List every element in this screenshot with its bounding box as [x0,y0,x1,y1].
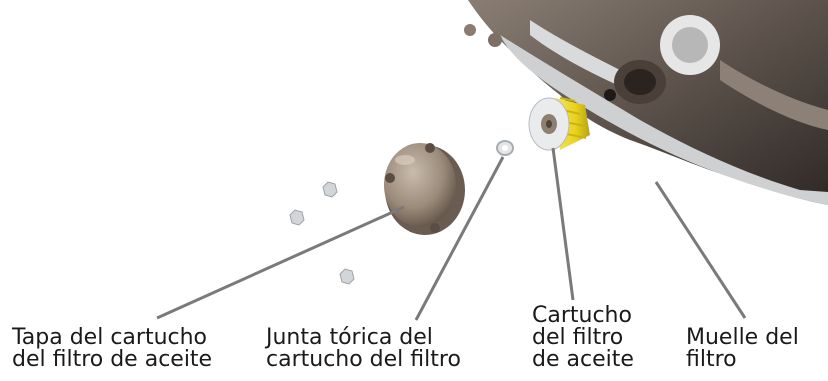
label-cartridge: Cartucho del filtro de aceite [532,305,634,371]
label-cartridge-line2: del filtro [532,325,624,350]
leader-line-cartridge [551,147,575,301]
label-oring: Junta tórica del cartucho del filtro [266,327,461,371]
label-cover: Tapa del cartucho del filtro de aceite [12,327,212,371]
o-ring-illustration [496,140,514,156]
leader-lines [156,147,747,321]
label-spring-line2: filtro [686,347,737,372]
label-cartridge-line1: Cartucho [532,303,632,328]
leader-line-oring [414,156,505,321]
engine-casing-illustration [464,0,828,205]
label-cover-line2: del filtro de aceite [12,347,213,372]
oil-filter-cartridge-illustration [528,97,590,151]
bolt-illustration [289,181,355,285]
label-oring-line1: Junta tórica del [266,325,433,350]
label-spring: Muelle del filtro [686,327,799,371]
label-cartridge-line3: de aceite [532,347,634,372]
filter-cover-illustration [384,143,465,235]
label-oring-line2: cartucho del filtro [266,347,461,372]
leader-line-spring [654,181,747,319]
leader-line-cover [156,205,405,320]
label-spring-line1: Muelle del [686,325,799,350]
label-cover-line1: Tapa del cartucho [12,325,208,350]
